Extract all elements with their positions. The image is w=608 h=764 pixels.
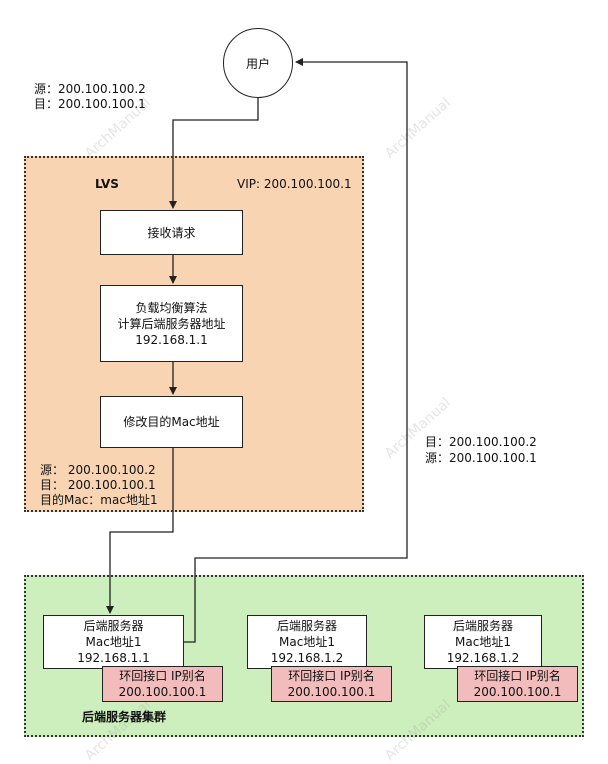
receive-request-label: 接收请求 bbox=[147, 225, 196, 240]
response-dst-label: 目：200.100.100.2 bbox=[425, 435, 537, 449]
forward-dst-label: 目： 200.100.100.1 bbox=[40, 478, 156, 492]
user-node: 用户 bbox=[223, 28, 293, 98]
load-balance-line2: 计算后端服务器地址 bbox=[117, 316, 226, 331]
server-mac: Mac地址1 bbox=[85, 635, 142, 649]
forward-mac-label: 目的Mac：mac地址1 bbox=[40, 493, 158, 507]
backend-cluster-title: 后端服务器集群 bbox=[82, 710, 167, 724]
response-src-label: 源：200.100.100.1 bbox=[425, 451, 537, 465]
server-ip: 192.168.1.1 bbox=[77, 651, 150, 665]
arrow-lvs-to-server1 bbox=[106, 448, 174, 614]
backend-server-1: 后端服务器 Mac地址1 192.168.1.1 bbox=[43, 615, 184, 669]
backend-server-3: 后端服务器 Mac地址1 192.168.1.2 bbox=[424, 615, 542, 669]
server-mac: Mac地址1 bbox=[455, 635, 511, 649]
alias-ip: 200.100.100.1 bbox=[287, 685, 376, 699]
loopback-alias-3: 环回接口 IP别名 200.100.100.1 bbox=[457, 666, 578, 702]
user-label: 用户 bbox=[245, 56, 270, 71]
load-balance-box: 负载均衡算法 计算后端服务器地址 192.168.1.1 bbox=[100, 285, 243, 362]
modify-mac-label: 修改目的Mac地址 bbox=[123, 415, 220, 429]
server-name: 后端服务器 bbox=[276, 619, 337, 633]
server-ip: 192.168.1.2 bbox=[270, 651, 344, 665]
arrow-user-to-lvs bbox=[169, 98, 259, 209]
lvs-vip: VIP: 200.100.100.1 bbox=[237, 177, 352, 191]
server-mac: Mac地址1 bbox=[279, 635, 335, 649]
load-balance-line1: 负载均衡算法 bbox=[135, 300, 208, 315]
loopback-alias-1: 环回接口 IP别名 200.100.100.1 bbox=[102, 666, 223, 702]
loopback-alias-2: 环回接口 IP别名 200.100.100.1 bbox=[271, 666, 392, 702]
alias-label: 环回接口 IP别名 bbox=[474, 669, 561, 683]
server-name: 后端服务器 bbox=[83, 619, 144, 633]
load-balance-line3: 192.168.1.1 bbox=[135, 332, 208, 347]
server-name: 后端服务器 bbox=[452, 619, 513, 633]
alias-ip: 200.100.100.1 bbox=[118, 685, 207, 699]
alias-label: 环回接口 IP别名 bbox=[288, 669, 375, 683]
receive-request-box: 接收请求 bbox=[100, 210, 243, 255]
server-ip: 192.168.1.2 bbox=[446, 651, 520, 665]
request-src-label: 源：200.100.100.2 bbox=[34, 82, 146, 96]
request-dst-label: 目：200.100.100.1 bbox=[34, 97, 146, 111]
alias-ip: 200.100.100.1 bbox=[473, 685, 562, 699]
alias-label: 环回接口 IP别名 bbox=[119, 669, 206, 683]
forward-src-label: 源： 200.100.100.2 bbox=[40, 463, 156, 477]
arrow-server1-to-user bbox=[184, 58, 408, 643]
modify-mac-box: 修改目的Mac地址 bbox=[100, 396, 243, 448]
backend-server-2: 后端服务器 Mac地址1 192.168.1.2 bbox=[247, 615, 367, 669]
lvs-title: LVS bbox=[95, 177, 119, 191]
